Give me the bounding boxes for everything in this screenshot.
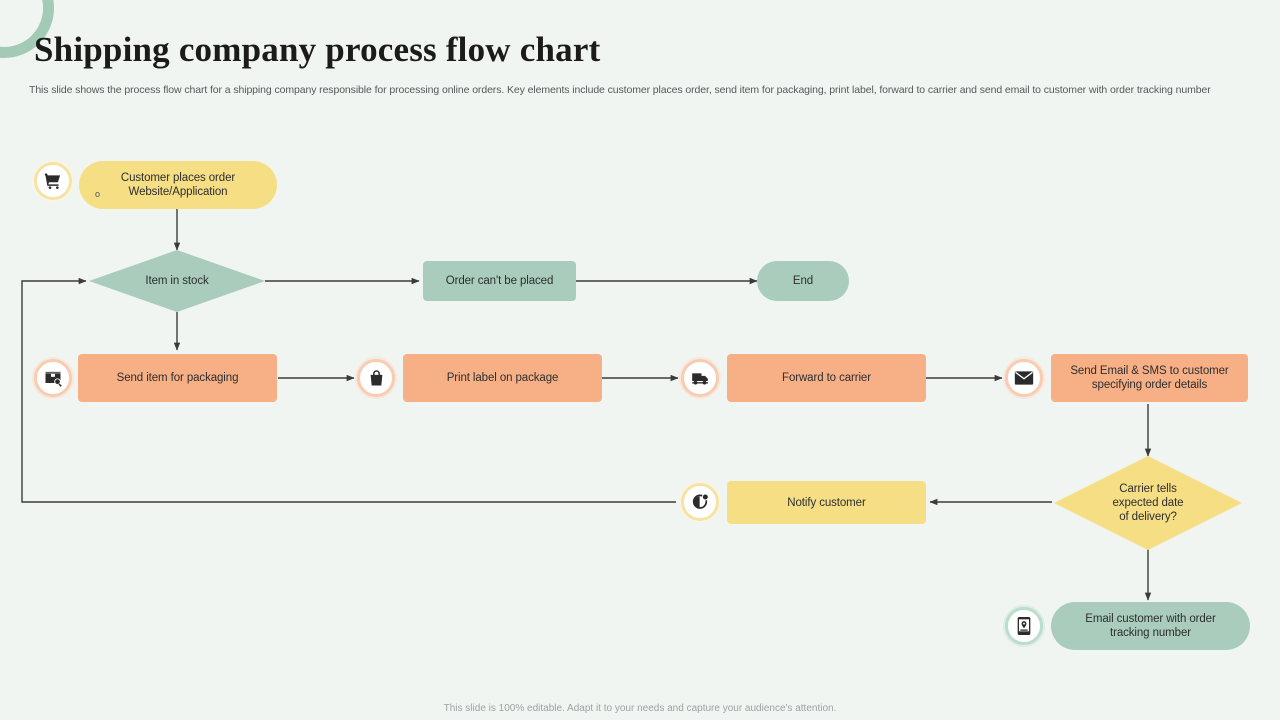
footer-note: This slide is 100% editable. Adapt it to… (443, 703, 837, 714)
shopping-bag-icon (357, 359, 395, 397)
node-email-customer-tracking-number[interactable]: Email customer with order tracking numbe… (1051, 602, 1250, 650)
node-label: Customer places order Website/Applicatio… (111, 171, 245, 199)
node-label-line2: tracking number (1110, 627, 1191, 639)
node-send-item-for-packaging[interactable]: Send item for packaging (78, 354, 277, 402)
node-order-cannot-be-placed[interactable]: Order can't be placed (423, 261, 576, 301)
node-label-line1: Send Email & SMS to customer (1070, 365, 1229, 377)
node-label-line3: of delivery? (1119, 511, 1177, 523)
node-label: Send Email & SMS to customer specifying … (1060, 364, 1238, 392)
package-box-icon (34, 359, 72, 397)
notification-bell-icon (681, 483, 719, 521)
node-item-in-stock[interactable]: Item in stock (89, 250, 265, 312)
node-send-email-sms-to-customer[interactable]: Send Email & SMS to customer specifying … (1051, 354, 1248, 402)
node-forward-to-carrier[interactable]: Forward to carrier (727, 354, 926, 402)
node-label: Carrier tells expected date of delivery? (1103, 482, 1194, 524)
node-label-line1: Carrier tells (1119, 483, 1177, 495)
node-label: End (792, 275, 814, 287)
node-carrier-tells-expected-date[interactable]: Carrier tells expected date of delivery? (1054, 456, 1242, 550)
node-end[interactable]: End (757, 261, 849, 301)
node-label: Order can't be placed (445, 275, 554, 287)
mobile-tracking-icon (1005, 607, 1043, 645)
node-label: Send item for packaging (116, 372, 239, 384)
node-label-line2: specifying order details (1091, 379, 1208, 391)
shopping-cart-icon (34, 162, 72, 200)
node-label-line1: Email customer with order (1085, 613, 1216, 625)
envelope-icon (1005, 359, 1043, 397)
node-label: Notify customer (787, 496, 866, 509)
node-label: Email customer with order tracking numbe… (1075, 612, 1225, 640)
page-subtitle: This slide shows the process flow chart … (29, 84, 1211, 96)
node-print-label-on-package[interactable]: Print label on package (403, 354, 602, 402)
node-label-line1: Customer places order (120, 172, 236, 184)
node-label: Item in stock (145, 275, 209, 287)
page-title: Shipping company process flow chart (34, 30, 601, 69)
bullet-marker: o (95, 189, 100, 199)
delivery-truck-icon (681, 359, 719, 397)
node-notify-customer[interactable]: Notify customer (727, 481, 926, 524)
node-label: Print label on package (446, 372, 559, 384)
node-label-line2: expected date (1112, 497, 1184, 509)
node-label-line2: Website/Application (128, 186, 228, 198)
node-label: Forward to carrier (782, 372, 871, 384)
node-customer-places-order[interactable]: o Customer places order Website/Applicat… (79, 161, 277, 209)
